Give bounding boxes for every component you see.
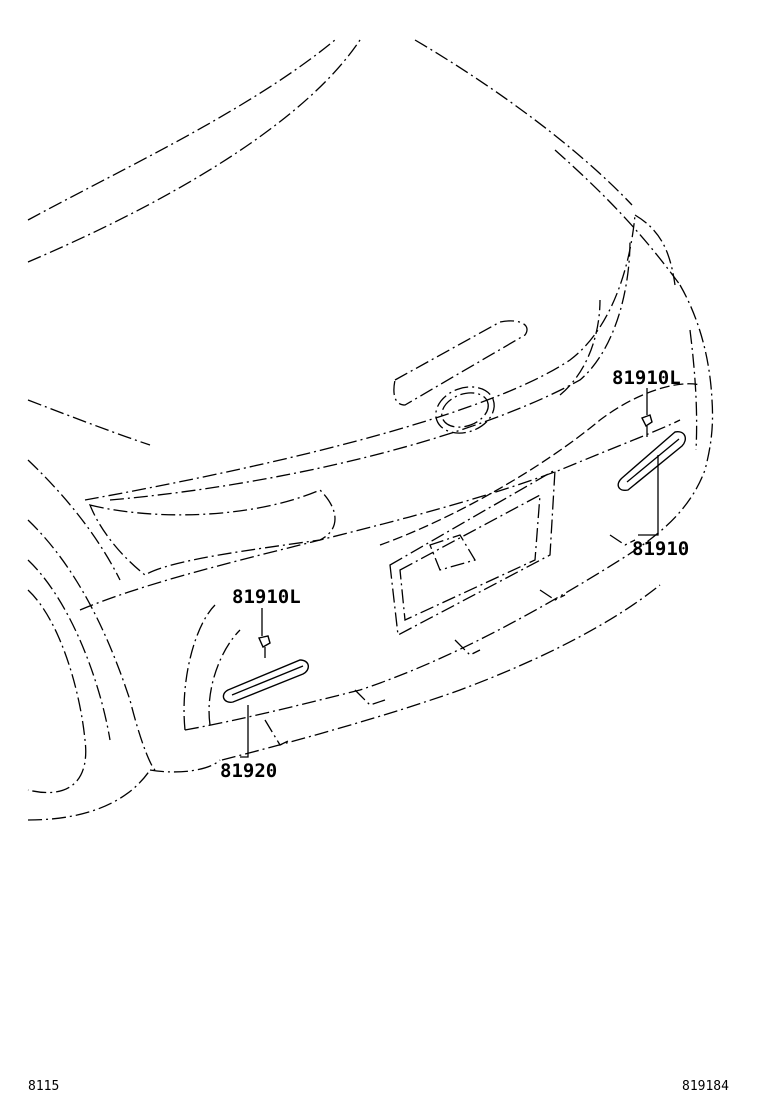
- roof-outline: [27, 39, 681, 286]
- high-mount-stop-lamp: [393, 320, 528, 406]
- clip-left: [258, 635, 271, 658]
- page-code: 8115: [28, 1079, 59, 1094]
- reflector-left: [222, 659, 309, 703]
- diagram-id: 819184: [682, 1079, 729, 1094]
- rear-bumper-outline: [79, 284, 714, 773]
- leader-lines: [240, 388, 659, 758]
- rear-emblem: [435, 386, 495, 434]
- callout-81920: 81920: [220, 760, 277, 782]
- callout-81910L-upper: 81910L: [612, 367, 681, 389]
- callout-81910L-lower: 81910L: [232, 586, 301, 608]
- quarter-panel-outline: [27, 399, 156, 821]
- license-plate-recess: [389, 468, 556, 637]
- callout-81910: 81910: [632, 538, 689, 560]
- tail-lamp-left: [88, 489, 336, 576]
- clip-right: [641, 414, 653, 437]
- rear-diffuser: [264, 534, 636, 746]
- trunk-lid-outline: [84, 214, 701, 546]
- reflector-right: [617, 431, 687, 492]
